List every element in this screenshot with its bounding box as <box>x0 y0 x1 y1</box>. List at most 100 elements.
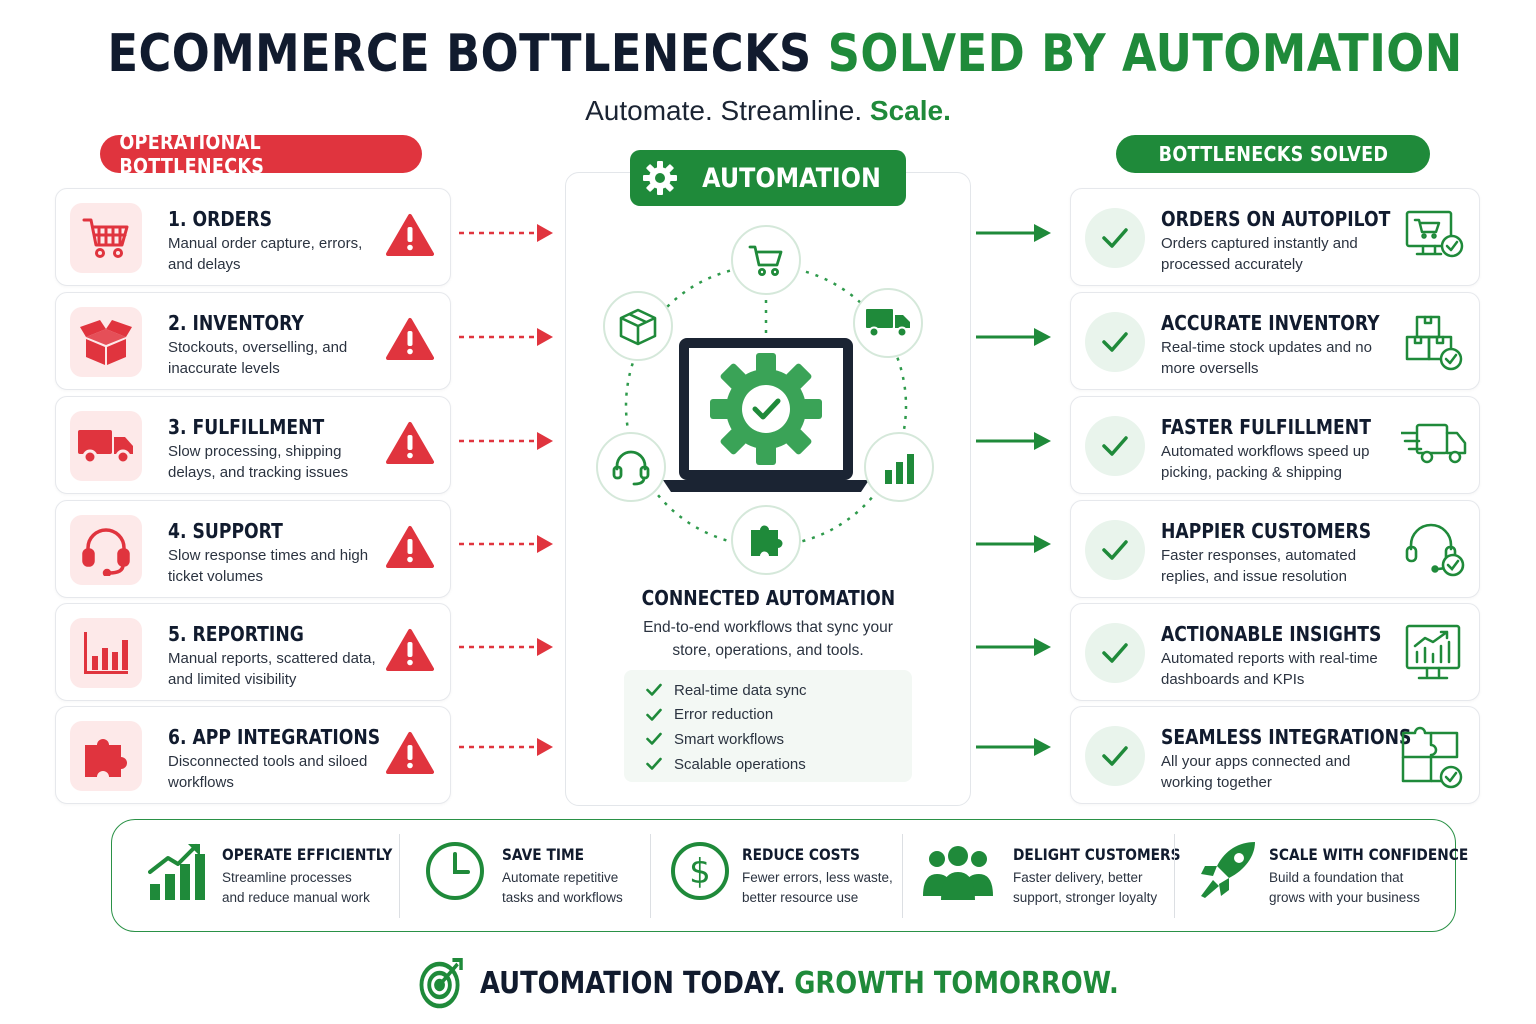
cart-icon <box>731 225 801 295</box>
divider <box>650 834 651 918</box>
footer-green: GROWTH TOMORROW. <box>793 965 1119 1001</box>
puzzle-icon <box>731 505 801 575</box>
divider <box>1174 834 1175 918</box>
check-icon <box>1085 726 1145 786</box>
target-icon <box>419 958 463 1009</box>
check-icon <box>646 757 662 770</box>
divider <box>399 834 400 918</box>
benefit-desc: Fewer errors, less waste,better resource… <box>742 870 893 905</box>
solved-card-customers: HAPPIER CUSTOMERS Faster responses, auto… <box>1070 500 1480 598</box>
feature-item: Scalable operations <box>646 752 912 777</box>
feature-label: Smart workflows <box>674 730 785 748</box>
growth-chart-icon <box>148 844 205 900</box>
card-title: ACTIONABLE INSIGHTS <box>1161 622 1382 646</box>
bottlenecks-solved-label: BOTTLENECKS SOLVED <box>1116 135 1430 173</box>
dashed-arrows <box>459 224 553 756</box>
feature-label: Error reduction <box>674 706 774 724</box>
card-title: ORDERS ON AUTOPILOT <box>1161 207 1391 231</box>
card-desc: Faster responses, automated replies, and… <box>1161 547 1357 585</box>
check-icon <box>1085 623 1145 683</box>
solved-card-insights: ACTIONABLE INSIGHTS Automated reports wi… <box>1070 603 1480 701</box>
card-title: HAPPIER CUSTOMERS <box>1161 519 1372 543</box>
check-icon <box>646 733 662 746</box>
card-title: 5. REPORTING <box>168 622 304 646</box>
card-desc: Slow response times and high ticket volu… <box>168 547 369 585</box>
bottleneck-card-orders: 1. ORDERS Manual order capture, errors, … <box>55 188 451 286</box>
automation-badge: AUTOMATION <box>630 150 906 206</box>
warning-icon <box>386 629 434 671</box>
bottleneck-card-fulfillment: 3. FULFILLMENT Slow processing, shipping… <box>55 396 451 494</box>
benefit-title: SAVE TIME <box>502 845 585 864</box>
feature-item: Real-time data sync <box>646 678 912 703</box>
automation-hub-diagram <box>596 225 934 575</box>
card-title: 6. APP INTEGRATIONS <box>168 725 381 749</box>
card-desc: Manual reports, scattered data, and limi… <box>168 650 376 688</box>
bar-chart-icon <box>864 432 934 502</box>
box-icon <box>603 291 673 361</box>
card-title: 3. FULFILLMENT <box>168 415 325 439</box>
benefit-title: REDUCE COSTS <box>742 845 860 864</box>
check-icon <box>1085 208 1145 268</box>
dashboard-icon <box>1405 624 1461 680</box>
bottleneck-card-app-integrations: 6. APP INTEGRATIONS Disconnected tools a… <box>55 706 451 804</box>
footer-dark: AUTOMATION TODAY. <box>479 965 786 1001</box>
feature-item: Smart workflows <box>646 727 912 752</box>
svg-text:$: $ <box>689 852 711 892</box>
puzzle-icon <box>70 721 142 791</box>
subtitle-dark: Automate. Streamline. <box>585 95 863 126</box>
warning-icon <box>386 526 434 568</box>
warning-icon <box>386 214 434 256</box>
check-icon <box>646 708 662 721</box>
rocket-icon <box>1201 842 1255 898</box>
headset-check-icon <box>1405 523 1465 577</box>
boxes-check-icon <box>1405 315 1463 371</box>
solved-card-integrations: SEAMLESS INTEGRATIONS All your apps conn… <box>1070 706 1480 804</box>
box-icon <box>70 307 142 377</box>
warning-icon <box>386 318 434 360</box>
check-icon <box>1085 520 1145 580</box>
solid-arrows <box>976 224 1051 756</box>
bottleneck-card-reporting: 5. REPORTING Manual reports, scattered d… <box>55 603 451 701</box>
card-desc: Manual order capture, errors, and delays <box>168 235 363 273</box>
benefit-operate-efficiently: OPERATE EFFICIENTLY Streamline processes… <box>112 820 399 933</box>
warning-icon <box>386 732 434 774</box>
feature-label: Real-time data sync <box>674 681 807 699</box>
benefit-title: SCALE WITH CONFIDENCE <box>1269 845 1469 864</box>
page-subtitle: Automate. Streamline. Scale. <box>0 95 1536 127</box>
title-dark: ECOMMERCE BOTTLENECKS <box>107 24 812 84</box>
subtitle-green: Scale. <box>869 95 951 126</box>
card-title: 2. INVENTORY <box>168 311 304 335</box>
title-green: SOLVED BY AUTOMATION <box>827 24 1463 84</box>
headset-icon <box>596 432 666 502</box>
feature-list: Real-time data sync Error reduction Smar… <box>624 670 912 782</box>
gear-icon <box>643 161 678 195</box>
card-desc: All your apps connected and working toge… <box>1161 753 1351 791</box>
card-title: 4. SUPPORT <box>168 519 283 543</box>
check-icon <box>1085 416 1145 476</box>
card-title: FASTER FULFILLMENT <box>1161 415 1371 439</box>
connected-automation-desc: End-to-end workflows that sync your stor… <box>643 619 893 659</box>
dollar-icon: $ <box>671 842 729 900</box>
truck-icon <box>853 288 923 358</box>
benefit-reduce-costs: $ REDUCE COSTS Fewer errors, less waste,… <box>651 820 902 933</box>
operational-bottlenecks-label: OPERATIONAL BOTTLENECKS <box>100 130 422 178</box>
card-desc: Disconnected tools and siloed workflows <box>168 753 368 791</box>
feature-label: Scalable operations <box>674 755 806 773</box>
headset-icon <box>70 515 142 585</box>
benefit-scale-with-confidence: SCALE WITH CONFIDENCE Build a foundation… <box>1175 820 1468 933</box>
bottleneck-card-inventory: 2. INVENTORY Stockouts, overselling, and… <box>55 292 451 390</box>
monitor-cart-icon <box>1405 210 1464 258</box>
footer-tagline: AUTOMATION TODAY. GROWTH TOMORROW. <box>0 956 1536 1018</box>
card-desc: Automated workflows speed up picking, pa… <box>1161 443 1370 481</box>
bar-chart-icon <box>70 618 142 688</box>
benefit-title: OPERATE EFFICIENTLY <box>222 845 393 864</box>
page-title: ECOMMERCE BOTTLENECKS SOLVED BY AUTOMATI… <box>107 24 1463 84</box>
check-icon <box>646 683 662 697</box>
card-title: SEAMLESS INTEGRATIONS <box>1161 725 1412 749</box>
bottleneck-card-support: 4. SUPPORT Slow response times and high … <box>55 500 451 598</box>
benefit-delight-customers: DELIGHT CUSTOMERS Faster delivery, bette… <box>903 820 1181 933</box>
benefits-bar: OPERATE EFFICIENTLY Streamline processes… <box>111 819 1468 933</box>
